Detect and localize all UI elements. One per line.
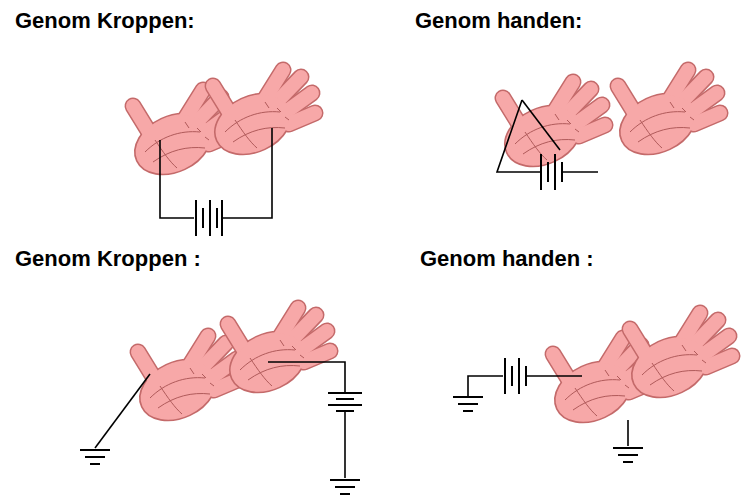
battery-symbol [328,393,362,411]
panel-heading: Genom Kroppen : [15,246,201,272]
hand [495,82,605,178]
ground-symbol [80,450,110,464]
wire [497,100,598,172]
wire [160,128,272,218]
panel-heading: Genom handen : [420,246,594,272]
hand [220,308,330,404]
hand [205,70,315,166]
ground-symbol [453,397,483,411]
panel-heading: Genom handen: [415,8,582,34]
hand [610,70,720,166]
battery-symbol [541,154,562,190]
wire [95,362,345,478]
panel-heading: Genom Kroppen: [15,8,195,34]
battery-symbol [196,200,222,236]
battery-symbol [505,358,526,394]
hand [130,336,240,432]
ground-symbol [613,448,643,462]
wire [468,376,628,446]
hand [622,313,732,409]
ground-symbol [330,480,360,494]
